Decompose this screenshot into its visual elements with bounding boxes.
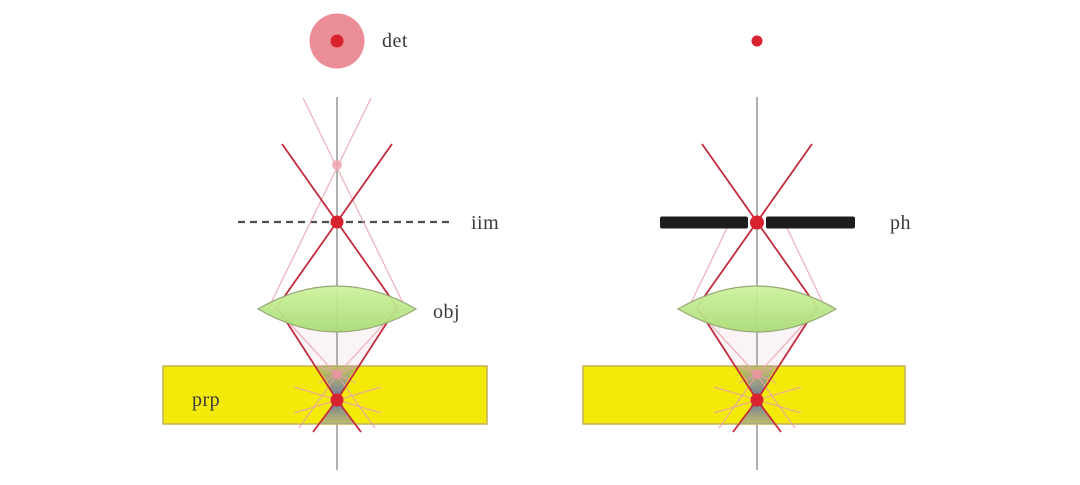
out-of-focus-source-point [332, 369, 342, 379]
label-detector: det [382, 30, 408, 52]
light-cone-tint [697, 307, 817, 400]
label-objective: obj [433, 301, 461, 323]
point-detector-dot [751, 35, 763, 47]
image-point [330, 215, 344, 229]
objective-lens [256, 285, 418, 333]
out-of-focus-image-point [332, 160, 342, 170]
objective-lens [676, 285, 838, 333]
focal-point [750, 393, 764, 407]
out-of-focus-ray-blocked [690, 227, 758, 429]
label-pinhole: ph [890, 212, 911, 234]
pinhole-image-point [750, 215, 764, 230]
focal-point [330, 393, 344, 407]
panel-widefield-detection [162, 13, 488, 470]
detector-center-dot [330, 34, 344, 48]
light-cone-tint [277, 307, 397, 400]
out-of-focus-ray-blocked [756, 227, 824, 429]
pinhole-plate-right [766, 216, 855, 229]
out-of-focus-source-point [752, 369, 762, 379]
label-image-plane: iim [471, 212, 500, 234]
pinhole-plate-left [660, 216, 748, 229]
panel-pinhole-detection [582, 35, 906, 470]
label-preparation: prp [192, 389, 221, 411]
